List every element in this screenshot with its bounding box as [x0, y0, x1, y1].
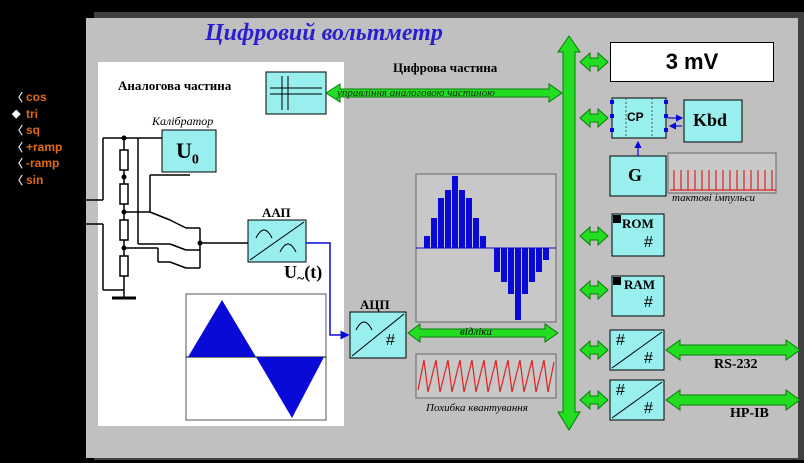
quantization-error-wave	[417, 359, 555, 393]
ram-hash: #	[644, 294, 653, 311]
waveform-selector: 〈cos◆tri〈sq〈+ramp〈-ramp〈sin	[12, 89, 62, 188]
hpib-hash-top: #	[616, 382, 625, 399]
u0-label: U0	[176, 138, 199, 168]
generator-label: G	[628, 165, 643, 185]
main-data-bus	[557, 35, 581, 431]
sampled-bars	[424, 176, 549, 320]
u0-symbol: U	[176, 138, 192, 163]
unselected-radio-icon: 〈	[12, 141, 23, 154]
triangle-negative	[256, 357, 324, 418]
waveform-option-ramp[interactable]: 〈-ramp	[12, 155, 62, 172]
adc-label: АЦП	[360, 297, 390, 312]
triangle-positive	[188, 300, 256, 357]
waveform-option-label: cos	[26, 90, 47, 105]
clock-pulses	[670, 170, 776, 191]
rs232-hash-top: #	[616, 332, 625, 349]
waveform-option-sin[interactable]: 〈sin	[12, 172, 62, 189]
signal-symbol: U	[284, 262, 297, 282]
waveform-option-cos[interactable]: 〈cos	[12, 89, 62, 106]
waveform-option-tri[interactable]: ◆ tri	[12, 106, 62, 123]
clock-pulses-label: тактові імпульси	[672, 192, 755, 204]
generator-block	[609, 155, 667, 197]
kbd-cpu-link	[668, 114, 684, 130]
signal-label: U~(t)	[284, 262, 322, 288]
hpib-hash-bottom: #	[644, 400, 653, 417]
kbd-label: Kbd	[693, 110, 728, 130]
adc-hash: #	[386, 332, 395, 349]
ram-label: RAM	[624, 277, 656, 292]
waveform-option-sq[interactable]: 〈sq	[12, 122, 62, 139]
signal-argument: (t)	[304, 262, 323, 282]
diagram-title: Цифровий вольтметр	[205, 20, 443, 46]
unselected-radio-icon: 〈	[12, 158, 23, 171]
quantization-error-label: Похибка квантування	[426, 402, 528, 414]
hpib-label: HP-IB	[730, 406, 769, 421]
junction-dots	[78, 135, 203, 251]
analog-control-block	[265, 71, 327, 115]
waveform-option-label: +ramp	[26, 139, 63, 154]
u0-subscript: 0	[191, 152, 199, 168]
samples-label: відліки	[460, 326, 492, 338]
waveform-option-label: -ramp	[26, 156, 60, 171]
cpu-block	[611, 97, 667, 139]
kbd-block	[683, 99, 743, 143]
input-label: Вх	[48, 204, 67, 221]
signal-wire	[306, 242, 350, 340]
rom-label: ROM	[622, 216, 654, 231]
digital-section-label: Цифрова частина	[393, 60, 498, 75]
rs232-hash-bottom: #	[644, 350, 653, 367]
waveform-option-ramp[interactable]: 〈+ramp	[12, 139, 62, 156]
control-bus-label: управління аналоговою частиною	[337, 87, 495, 99]
analog-control-lines	[270, 76, 322, 110]
voltage-display: 3 mV	[610, 42, 774, 82]
aap-label: ААП	[262, 205, 291, 220]
waveform-option-label: sq	[26, 123, 41, 138]
waveform-option-label: tri	[26, 106, 38, 121]
rom-hash: #	[644, 234, 653, 251]
clock-pulse-box	[667, 152, 777, 194]
bus-arrows	[325, 51, 801, 411]
calibrator-label: Калібратор	[152, 114, 214, 128]
resistor-divider	[80, 137, 248, 300]
cpu-pins	[610, 100, 668, 132]
signal-subscript: ~	[297, 271, 305, 287]
waveform-option-label: sin	[26, 172, 44, 187]
analog-section-label: Аналогова частина	[118, 78, 232, 93]
calibrator-block	[161, 129, 217, 173]
unselected-radio-icon: 〈	[12, 92, 23, 105]
rs232-label: RS-232	[714, 357, 758, 372]
selected-radio-icon: ◆	[12, 108, 21, 121]
unselected-radio-icon: 〈	[12, 125, 23, 138]
unselected-radio-icon: 〈	[12, 174, 23, 187]
cpu-label: СР	[627, 110, 644, 124]
